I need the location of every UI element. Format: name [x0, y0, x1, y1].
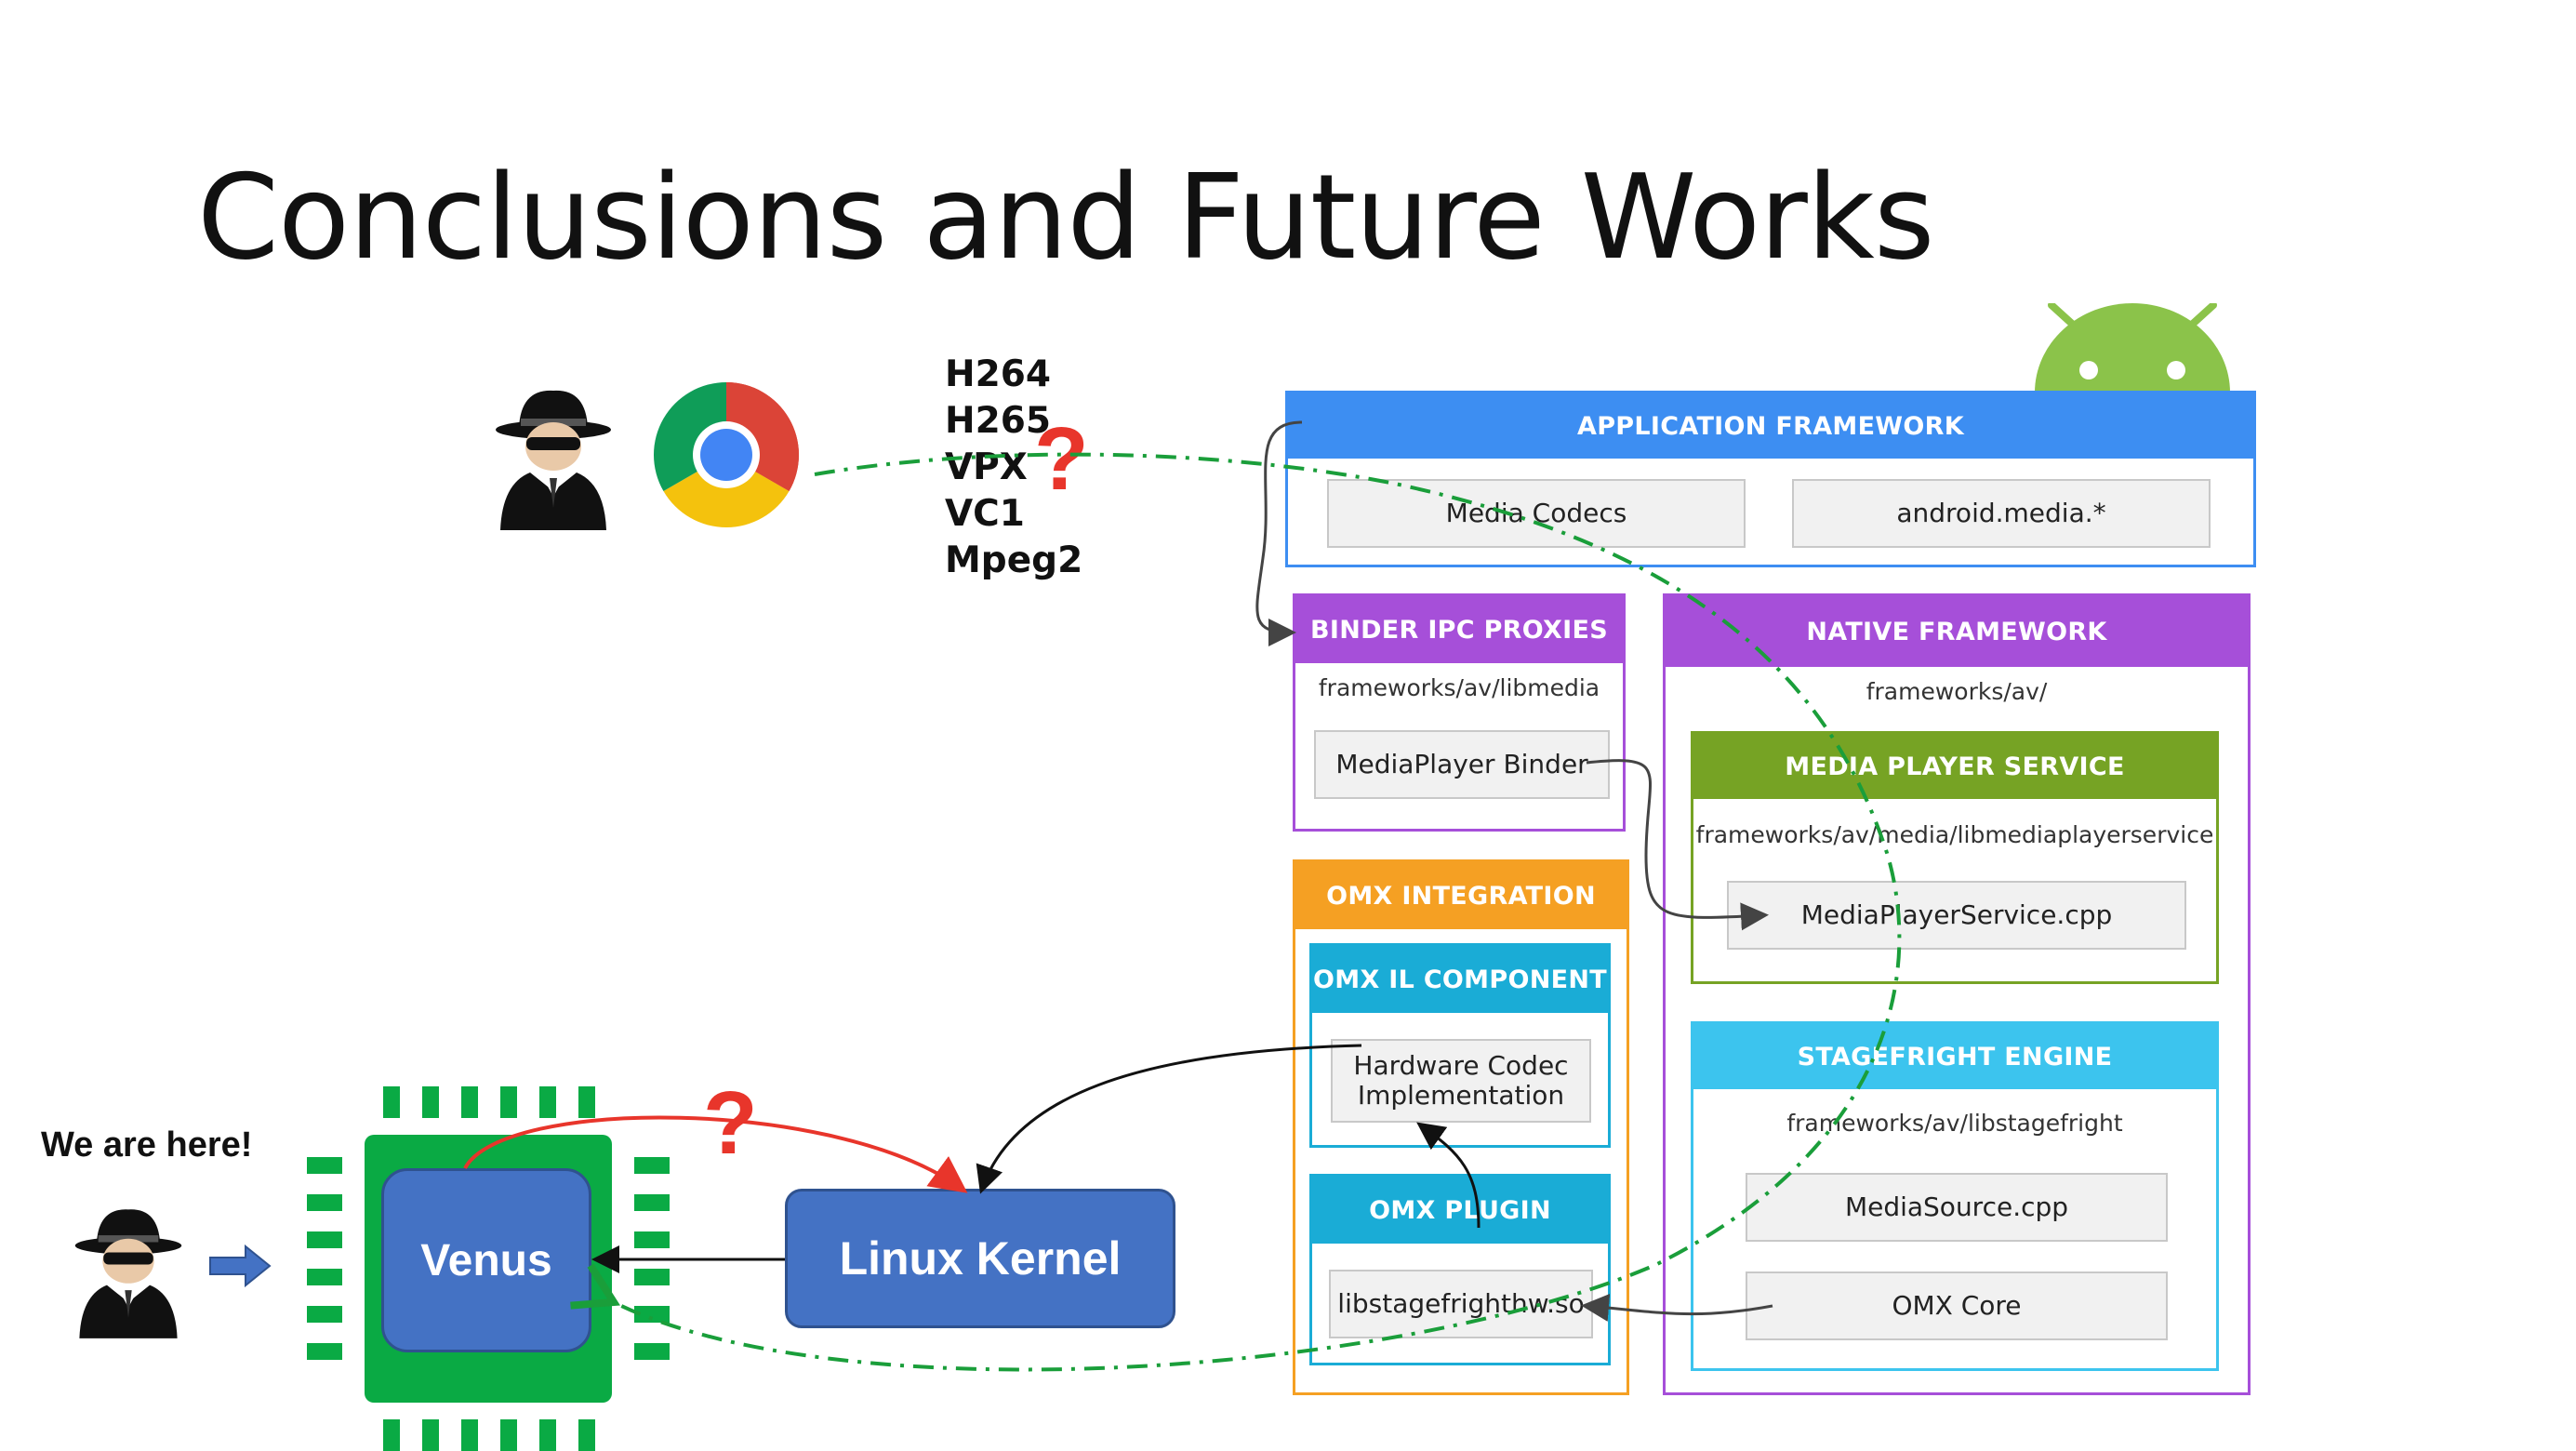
binder-ipc-panel: BINDER IPC PROXIES frameworks/av/libmedi… [1293, 593, 1626, 832]
codec-item: VPX [945, 446, 1028, 488]
application-framework-panel: APPLICATION FRAMEWORK Media Codecs andro… [1285, 391, 2256, 567]
binder-ipc-path: frameworks/av/libmedia [1318, 674, 1600, 701]
app-to-binder-arrow [1255, 420, 1303, 646]
codec-item: Mpeg2 [945, 539, 1083, 581]
application-framework-header: APPLICATION FRAMEWORK [1288, 393, 2253, 459]
codec-item: VC1 [945, 493, 1025, 535]
page-title: Conclusions and Future Works [197, 149, 1934, 286]
mediasource-cpp-box[interactable]: MediaSource.cpp [1746, 1173, 2168, 1242]
codec-item: H264 [945, 353, 1052, 395]
binder-ipc-header: BINDER IPC PROXIES [1295, 596, 1623, 663]
omxcore-to-plugin-arrow [1581, 1293, 1773, 1322]
android-icon [2035, 303, 2230, 393]
codec-list: H264 H265 VPX VC1 Mpeg2 [945, 352, 1082, 584]
media-player-service-path: frameworks/av/media/libmediaplayerservic… [1695, 821, 2214, 848]
hardware-codec-line2: Implementation [1357, 1080, 1565, 1111]
hardware-codec-line1: Hardware Codec [1353, 1050, 1569, 1081]
plugin-to-codec-arrow [1416, 1122, 1481, 1229]
venus-to-kernel-arrow [463, 1115, 968, 1193]
omx-integration-header: OMX INTEGRATION [1295, 862, 1627, 929]
binder-to-service-arrow [1586, 759, 1769, 931]
venus-block[interactable]: Venus [381, 1168, 591, 1352]
hacker-icon [74, 1209, 182, 1338]
omx-plugin-panel: OMX PLUGIN libstagefrighthw.so [1309, 1174, 1611, 1365]
chrome-icon [654, 382, 799, 528]
codec-to-kernel-arrow [976, 1044, 1362, 1194]
media-player-service-panel: MEDIA PLAYER SERVICE frameworks/av/media… [1691, 731, 2219, 984]
we-are-here-label: We are here! [41, 1125, 253, 1165]
native-framework-path: frameworks/av/ [1866, 678, 2048, 705]
codec-item: H265 [945, 400, 1052, 442]
android-media-box[interactable]: android.media.* [1792, 479, 2211, 548]
hardware-codec-box[interactable]: Hardware Codec Implementation [1331, 1039, 1591, 1123]
omx-core-box[interactable]: OMX Core [1746, 1271, 2168, 1340]
question-mark-top: ? [1034, 409, 1089, 509]
media-codecs-box[interactable]: Media Codecs [1327, 479, 1746, 548]
libstagefrighthw-box[interactable]: libstagefrighthw.so [1329, 1270, 1593, 1338]
stagefright-engine-panel: STAGEFRIGHT ENGINE frameworks/av/libstag… [1691, 1021, 2219, 1371]
attack-path [570, 452, 1902, 1372]
mediaplayerservice-cpp-box[interactable]: MediaPlayerService.cpp [1727, 881, 2186, 950]
hacker-icon [496, 390, 611, 530]
omx-il-component-header: OMX IL COMPONENT [1312, 946, 1608, 1013]
omx-plugin-header: OMX PLUGIN [1312, 1177, 1608, 1244]
arrow-right-icon [209, 1245, 272, 1287]
stagefright-engine-header: STAGEFRIGHT ENGINE [1693, 1024, 2216, 1089]
mediaplayer-binder-box[interactable]: MediaPlayer Binder [1314, 730, 1610, 799]
media-player-service-header: MEDIA PLAYER SERVICE [1693, 734, 2216, 799]
